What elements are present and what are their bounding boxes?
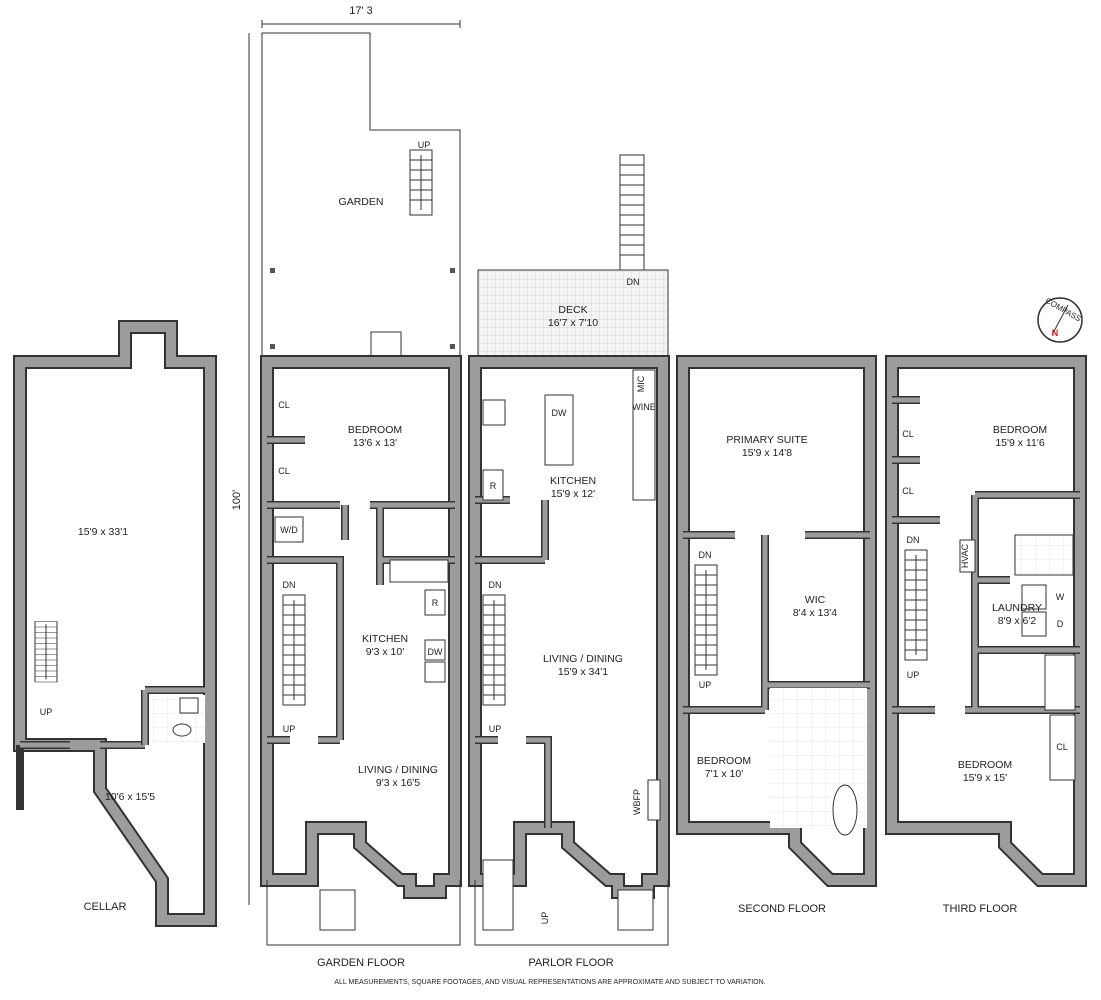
third-closet-2: CL xyxy=(902,486,914,496)
parlor-stair-up: UP xyxy=(489,724,502,734)
garden-closet-2: CL xyxy=(278,466,290,476)
third-floor-plan: CL CL CL BEDROOM 15'9 x 11'6 DN UP HVAC … xyxy=(885,355,1087,915)
parlor-stoop-up: UP xyxy=(540,912,550,925)
garden-bedroom-name: BEDROOM xyxy=(348,424,402,436)
third-closet-1: CL xyxy=(902,429,914,439)
parlor-fridge: R xyxy=(490,481,497,491)
garden-label: GARDEN xyxy=(339,196,384,208)
third-floor-title: THIRD FLOOR xyxy=(943,903,1018,915)
second-stair-dn: DN xyxy=(699,550,712,560)
primary-suite-name: PRIMARY SUITE xyxy=(726,434,807,446)
depth-dimension-label: 100' xyxy=(231,490,243,510)
garden-floor-title: GARDEN FLOOR xyxy=(317,957,405,969)
wic-name: WIC xyxy=(805,594,826,606)
garden-living-name: LIVING / DINING xyxy=(358,764,438,776)
parlor-wine: WINE xyxy=(632,402,656,412)
deck-stair-dn: DN xyxy=(627,277,640,287)
garden-stair-dn: DN xyxy=(283,580,296,590)
compass-north: N xyxy=(1052,328,1059,338)
cellar-stair-up: UP xyxy=(40,707,53,717)
dimension-width: 17' 3 xyxy=(261,5,461,28)
garden-stair-up: UP xyxy=(418,140,431,150)
garden-floor-plan: CL CL BEDROOM 13'6 x 13' W/D DN UP KITCH… xyxy=(260,355,462,969)
garden-dishwasher: DW xyxy=(428,647,443,657)
wic-size: 8'4 x 13'4 xyxy=(793,607,837,619)
width-dimension-label: 17' 3 xyxy=(349,5,373,17)
laundry-size: 8'9 x 6'2 xyxy=(998,615,1037,627)
parlor-living-size: 15'9 x 34'1 xyxy=(558,666,608,678)
third-bedroom1-size: 15'9 x 11'6 xyxy=(995,437,1045,449)
garden-fridge: R xyxy=(432,598,439,608)
third-bedroom2-name: BEDROOM xyxy=(958,759,1012,771)
cellar-main-room-size: 15'9 x 33'1 xyxy=(78,526,128,538)
garden-washer-dryer: W/D xyxy=(280,525,298,535)
cellar-side-room-size: 10'6 x 15'5 xyxy=(105,791,155,803)
garden-bedroom-size: 13'6 x 13' xyxy=(353,437,397,449)
dryer: D xyxy=(1057,619,1064,629)
third-hvac: HVAC xyxy=(960,543,970,568)
washer: W xyxy=(1056,592,1065,602)
garden-stair-up: UP xyxy=(283,724,296,734)
garden-kitchen-name: KITCHEN xyxy=(362,633,408,645)
cellar-title: CELLAR xyxy=(84,901,127,913)
primary-suite-size: 15'9 x 14'8 xyxy=(742,447,792,459)
compass-icon: COMPASS N xyxy=(1037,296,1083,343)
dimension-depth: 100' xyxy=(231,33,250,905)
parlor-floor-title: PARLOR FLOOR xyxy=(528,957,613,969)
third-stair-up: UP xyxy=(907,670,920,680)
deck-name: DECK xyxy=(558,304,587,316)
second-bedroom-size: 7'1 x 10' xyxy=(705,768,743,780)
third-closet-3: CL xyxy=(1056,742,1068,752)
third-stair-dn: DN xyxy=(907,535,920,545)
second-floor-title: SECOND FLOOR xyxy=(738,903,826,915)
parlor-dishwasher: DW xyxy=(552,408,567,418)
garden-kitchen-size: 9'3 x 10' xyxy=(366,646,404,658)
garden-closet-1: CL xyxy=(278,400,290,410)
parlor-floor-plan: DECK 16'7 x 7'10 DN DW MIC WINE R KITCHE… xyxy=(468,154,670,969)
cellar-plan: 15'9 x 33'1 10'6 x 15'5 UP CELLAR xyxy=(13,320,217,927)
third-bedroom2-size: 15'9 x 15' xyxy=(963,772,1007,784)
second-bedroom-name: BEDROOM xyxy=(697,755,751,767)
second-stair-up: UP xyxy=(699,680,712,690)
parlor-microwave: MIC xyxy=(636,375,646,392)
laundry-name: LAUNDRY xyxy=(992,602,1042,614)
garden-living-size: 9'3 x 16'5 xyxy=(376,777,420,789)
garden-yard: GARDEN UP xyxy=(261,32,461,358)
deck-size: 16'7 x 7'10 xyxy=(548,317,598,329)
third-bedroom1-name: BEDROOM xyxy=(993,424,1047,436)
parlor-living-name: LIVING / DINING xyxy=(543,653,623,665)
parlor-fireplace: WBFP xyxy=(632,789,642,815)
parlor-kitchen-name: KITCHEN xyxy=(550,475,596,487)
second-floor-plan: PRIMARY SUITE 15'9 x 14'8 DN UP WIC 8'4 … xyxy=(676,355,877,915)
disclaimer: ALL MEASUREMENTS, SQUARE FOOTAGES, AND V… xyxy=(334,979,765,986)
parlor-kitchen-size: 15'9 x 12' xyxy=(551,488,595,500)
parlor-stair-dn: DN xyxy=(489,580,502,590)
